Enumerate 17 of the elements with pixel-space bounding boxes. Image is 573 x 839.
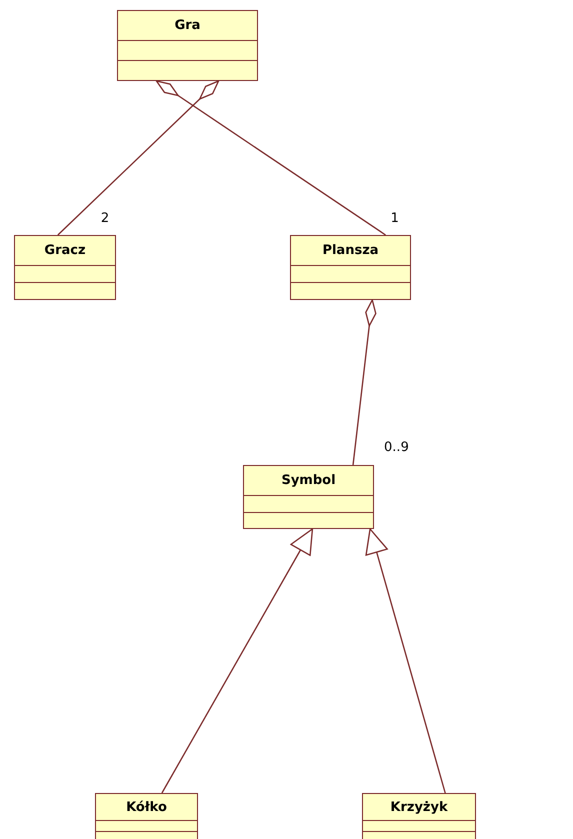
class-name: Gracz [44, 243, 86, 258]
generalization-arrow [365, 528, 446, 794]
class-name: Kółko [126, 800, 167, 814]
aggregation-line [352, 299, 376, 466]
class-name: Gra [174, 18, 200, 33]
class-name: Symbol [281, 473, 336, 488]
class-name: Plansza [322, 243, 379, 258]
generalization-arrow [161, 528, 314, 794]
class-box [362, 793, 476, 839]
class-name: Krzyżyk [390, 800, 448, 814]
aggregation-line [57, 80, 220, 236]
class-box [95, 793, 198, 839]
aggregation-line [156, 80, 386, 236]
class-box [290, 235, 411, 300]
class-box [243, 465, 374, 529]
class-box [117, 10, 258, 81]
class-box [14, 235, 116, 300]
